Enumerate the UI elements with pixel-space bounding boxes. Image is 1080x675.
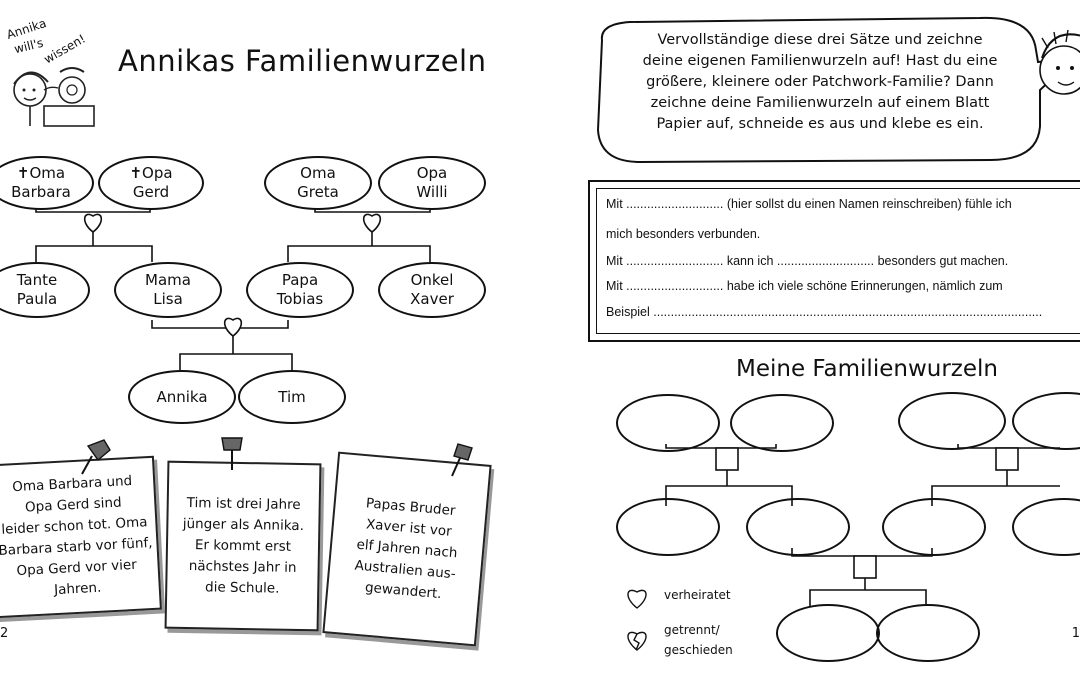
empty-oval[interactable] (776, 604, 880, 662)
page-number: 1 (1072, 626, 1080, 641)
broken-heart-icon (622, 622, 652, 656)
pushpins (0, 0, 540, 675)
legend-line: geschieden (664, 640, 733, 660)
left-page: Annika will's wissen! Annikas Familienwu… (0, 0, 540, 675)
page-number: 2 (0, 626, 8, 641)
pushpin-icon (452, 444, 472, 476)
right-page: Vervollständige diese drei Sätze und zei… (540, 0, 1080, 675)
empty-oval[interactable] (898, 392, 1006, 450)
legend-line: getrennt/ (664, 620, 733, 640)
legend-divorced-label: getrennt/ geschieden (664, 620, 733, 660)
heart-icon (622, 582, 652, 612)
empty-oval[interactable] (616, 498, 720, 556)
pushpin-icon (222, 438, 242, 470)
empty-tree-connectors (540, 0, 1080, 675)
empty-oval[interactable] (882, 498, 986, 556)
empty-oval[interactable] (876, 604, 980, 662)
pushpin-icon (82, 440, 110, 474)
empty-oval[interactable] (746, 498, 850, 556)
legend-married-label: verheiratet (664, 588, 731, 602)
empty-oval[interactable] (730, 394, 834, 452)
empty-oval[interactable] (616, 394, 720, 452)
